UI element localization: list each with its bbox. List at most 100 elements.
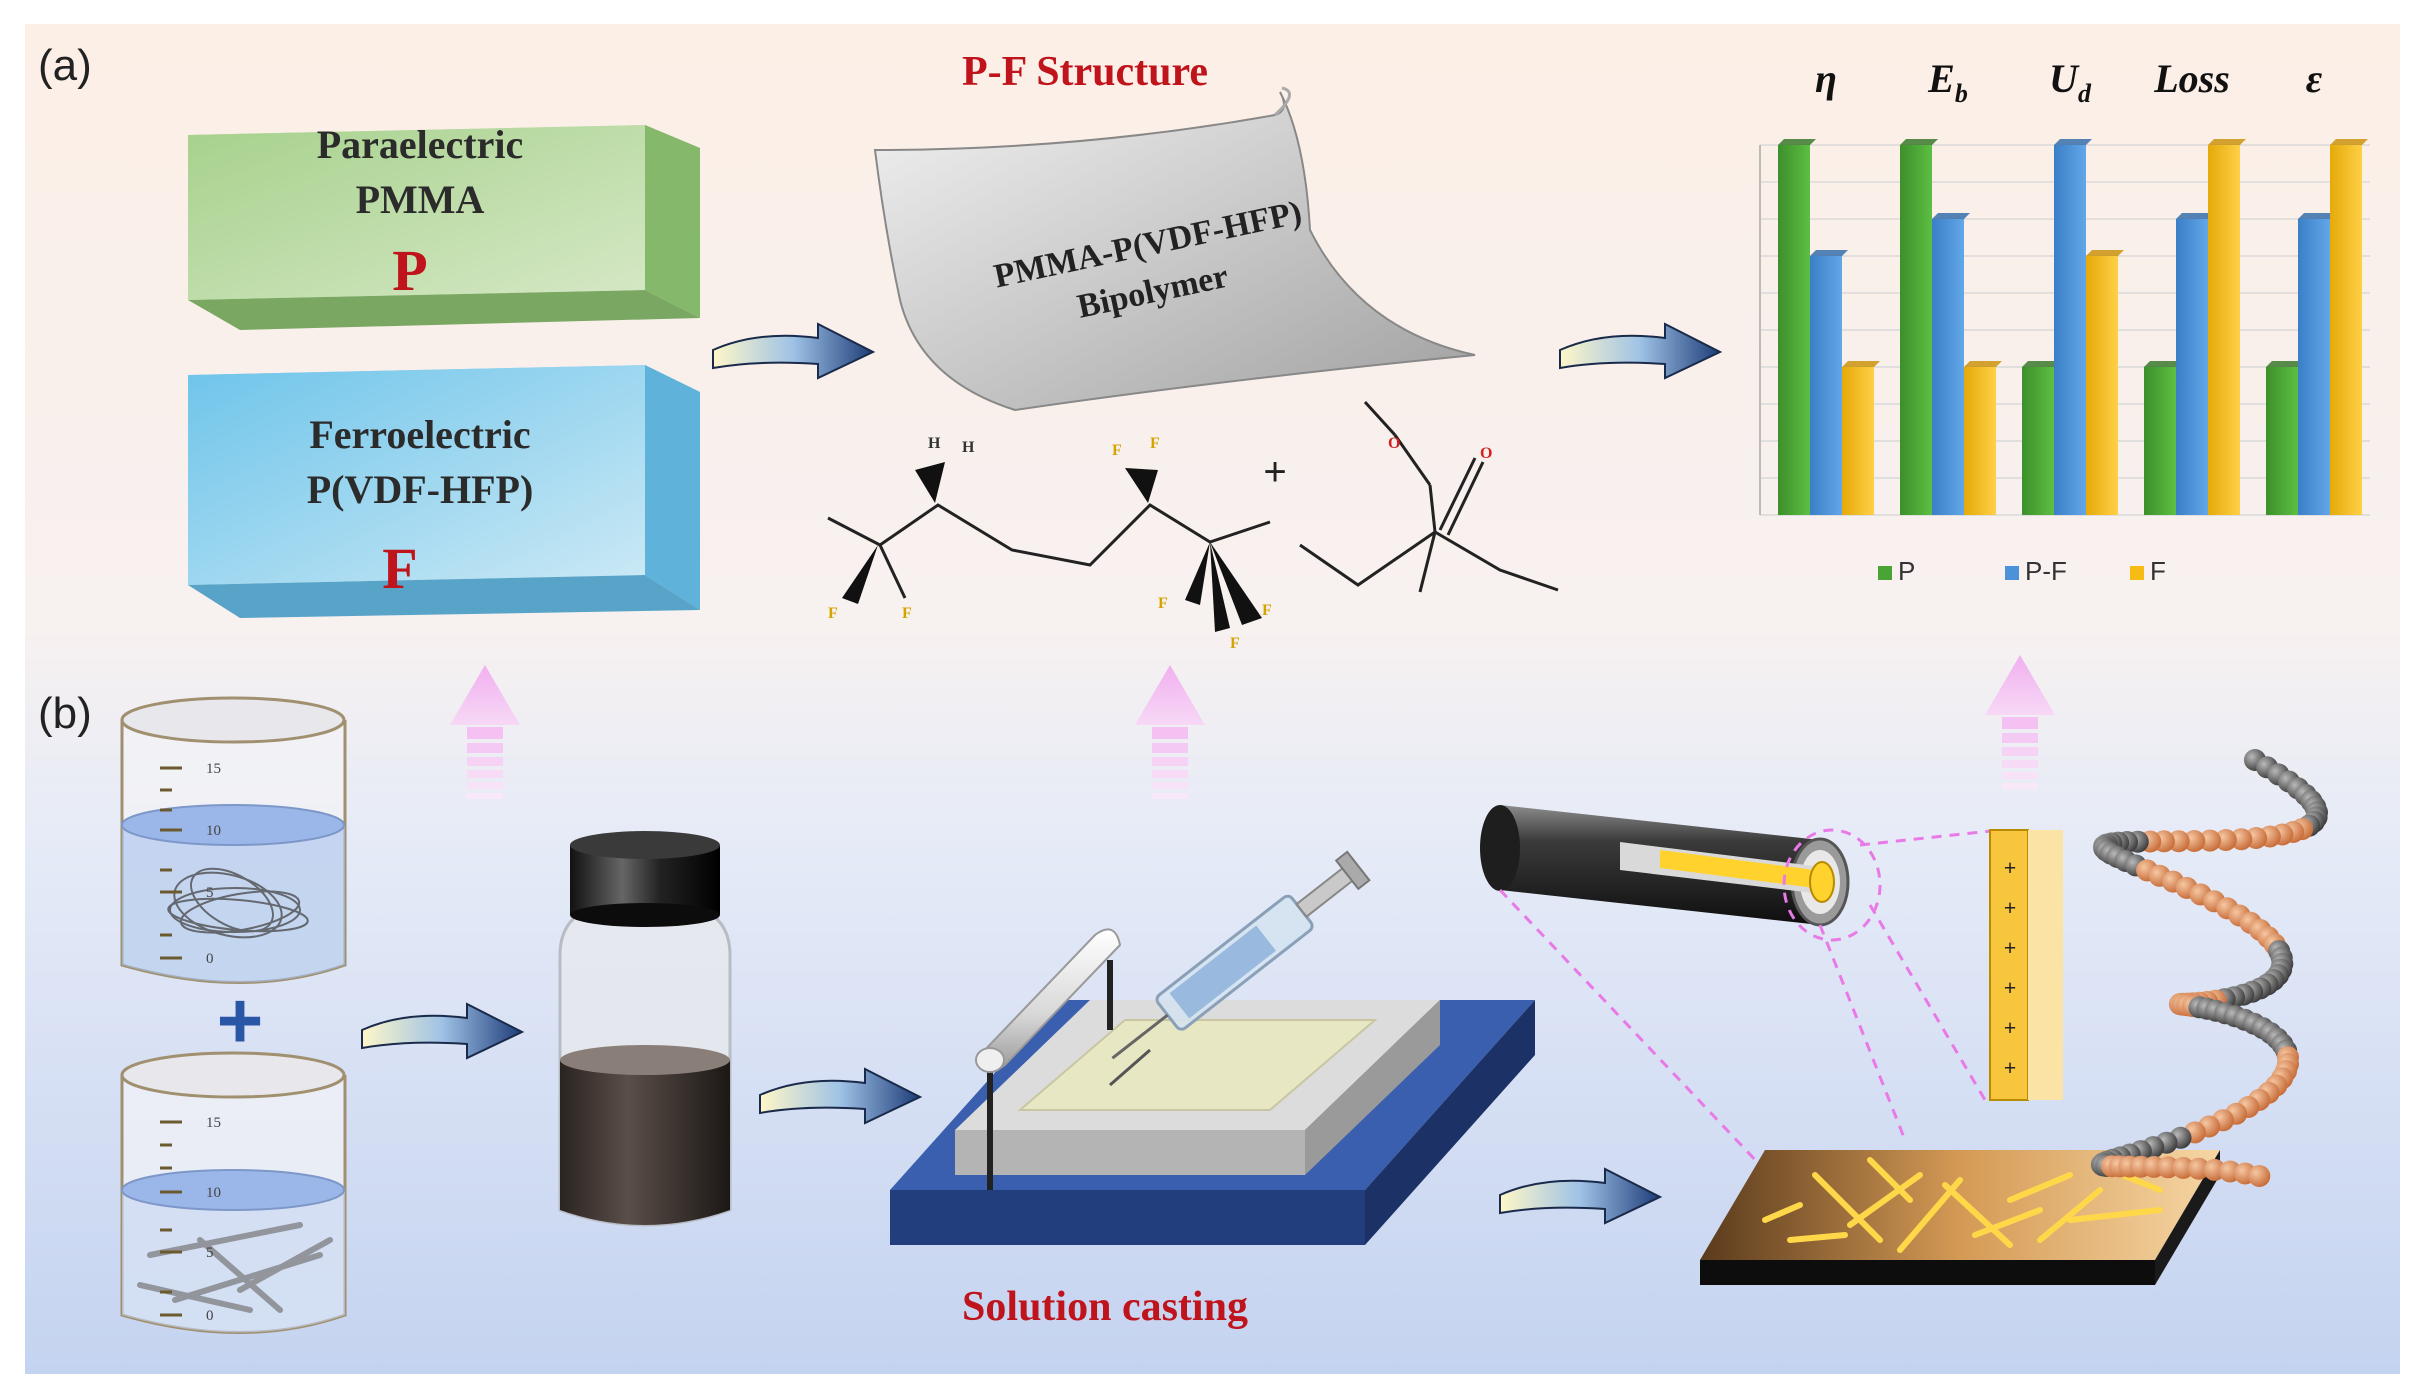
polymer-bead (2214, 829, 2237, 851)
bar-p-f (2298, 219, 2330, 515)
bar-f (2330, 145, 2362, 515)
svg-text:+: + (2004, 935, 2017, 960)
svg-text:+: + (2004, 975, 2017, 1000)
solution-bottle (558, 831, 732, 1227)
beaker-tick-label: 5 (206, 1245, 214, 1261)
chart-category-label: ε (2306, 56, 2323, 101)
beaker-pvdf-solution: 15 10 5 0 (120, 1051, 347, 1334)
paraelectric-block: Paraelectric PMMA P (188, 122, 700, 330)
polymer-bead (2187, 1157, 2210, 1180)
pink-up-arrow (1985, 655, 2055, 789)
svg-text:+: + (2004, 855, 2017, 880)
polymer-bead (2172, 1156, 2195, 1179)
pmma-label: PMMA (356, 177, 485, 222)
f-atom-label: F (1150, 435, 1160, 452)
polymer-bead (2199, 829, 2221, 852)
molecule-atom-labels: H H F F F F F F F O O (828, 435, 1492, 652)
bar-top (2086, 250, 2124, 256)
bar-top (1842, 361, 1880, 367)
pink-up-arrow (450, 665, 520, 799)
bar-p (2144, 367, 2176, 515)
bar-p-f (1810, 256, 1842, 515)
beaker-tick-label: 10 (206, 1185, 221, 1201)
flow-arrow-2 (1559, 322, 1723, 380)
svg-text:+: + (2004, 895, 2017, 920)
chart-bars (1778, 139, 2368, 515)
h-atom-label: H (928, 435, 941, 452)
f-atom-label: F (1262, 602, 1272, 619)
ferroelectric-label: Ferroelectric (309, 412, 530, 457)
molecule-plus-sign: + (1263, 450, 1286, 494)
polymer-chain (2090, 749, 2328, 1187)
bar-top (2298, 213, 2336, 219)
bar-top (2144, 361, 2182, 367)
bar-top (2054, 139, 2092, 145)
o-atom-label: O (1388, 435, 1400, 452)
polymer-bead (2248, 1165, 2271, 1187)
pf-structure-title: P-F Structure (962, 49, 1208, 95)
plus-sign: + (217, 976, 264, 1065)
flow-arrow-4 (759, 1067, 923, 1125)
solution-casting-setup (890, 850, 1535, 1245)
composite-film (1700, 1150, 2220, 1285)
bipolymer-film: PMMA-P(VDF-HFP) Bipolymer (873, 86, 1476, 412)
chart-category-label: η (1815, 56, 1837, 101)
o-atom-label: O (1480, 445, 1492, 462)
beaker-tick-label: 10 (206, 823, 221, 839)
core-shell-fiber (1480, 805, 1850, 927)
pvdf-hfp-molecule (827, 400, 1559, 632)
f-atom-label: F (1112, 442, 1122, 459)
bar-top (1778, 139, 1816, 145)
bar-p (1778, 145, 1810, 515)
bar-p (2022, 367, 2054, 515)
zoom-lines (1498, 828, 2001, 1167)
beaker-tick-label: 15 (206, 1115, 221, 1131)
beaker-pmma-solution: 15 10 5 0 (120, 696, 347, 984)
pvdf-hfp-label: P(VDF-HFP) (307, 467, 534, 512)
bar-top (1932, 213, 1970, 219)
bar-top (2176, 213, 2214, 219)
legend-label: P-F (2025, 556, 2067, 586)
flow-arrow-3 (361, 1002, 525, 1060)
svg-text:+: + (2004, 1055, 2017, 1080)
chart-legend: P P-F F (1878, 556, 2166, 586)
bar-top (2266, 361, 2304, 367)
bar-top (2208, 139, 2246, 145)
f-letter: F (382, 536, 417, 601)
bar-top (2022, 361, 2060, 367)
flow-arrow-1 (712, 322, 876, 380)
f-atom-label: F (828, 605, 838, 622)
f-atom-label: F (1158, 595, 1168, 612)
svg-text:+: + (2004, 1015, 2017, 1040)
bar-f (1842, 367, 1874, 515)
bar-f (2086, 256, 2118, 515)
beaker-tick-label: 5 (206, 885, 214, 901)
legend-swatch (2130, 566, 2144, 580)
solution-casting-caption: Solution casting (962, 1284, 1248, 1330)
bar-p-f (2054, 145, 2086, 515)
bar-p (1900, 145, 1932, 515)
beaker-tick-label: 15 (206, 761, 221, 777)
h-atom-label: H (962, 439, 975, 456)
bar-top (1900, 139, 1938, 145)
f-atom-label: F (1230, 635, 1240, 652)
pink-up-arrow (1135, 665, 1205, 799)
bar-f (2208, 145, 2240, 515)
p-letter: P (392, 238, 427, 303)
legend-label: F (2150, 556, 2166, 586)
flow-arrow-5 (1499, 1167, 1663, 1225)
legend-label: P (1898, 556, 1915, 586)
paraelectric-label: Paraelectric (317, 122, 524, 167)
charged-interface-strip: + + + + + + (1989, 829, 2063, 1101)
bar-top (1964, 361, 2002, 367)
bar-top (2330, 139, 2368, 145)
panel-b-label: (b) (38, 689, 92, 738)
bar-f (1964, 367, 1996, 515)
f-atom-label: F (902, 605, 912, 622)
polymer-bead (2183, 830, 2206, 852)
bar-p-f (2176, 219, 2208, 515)
bar-p (2266, 367, 2298, 515)
